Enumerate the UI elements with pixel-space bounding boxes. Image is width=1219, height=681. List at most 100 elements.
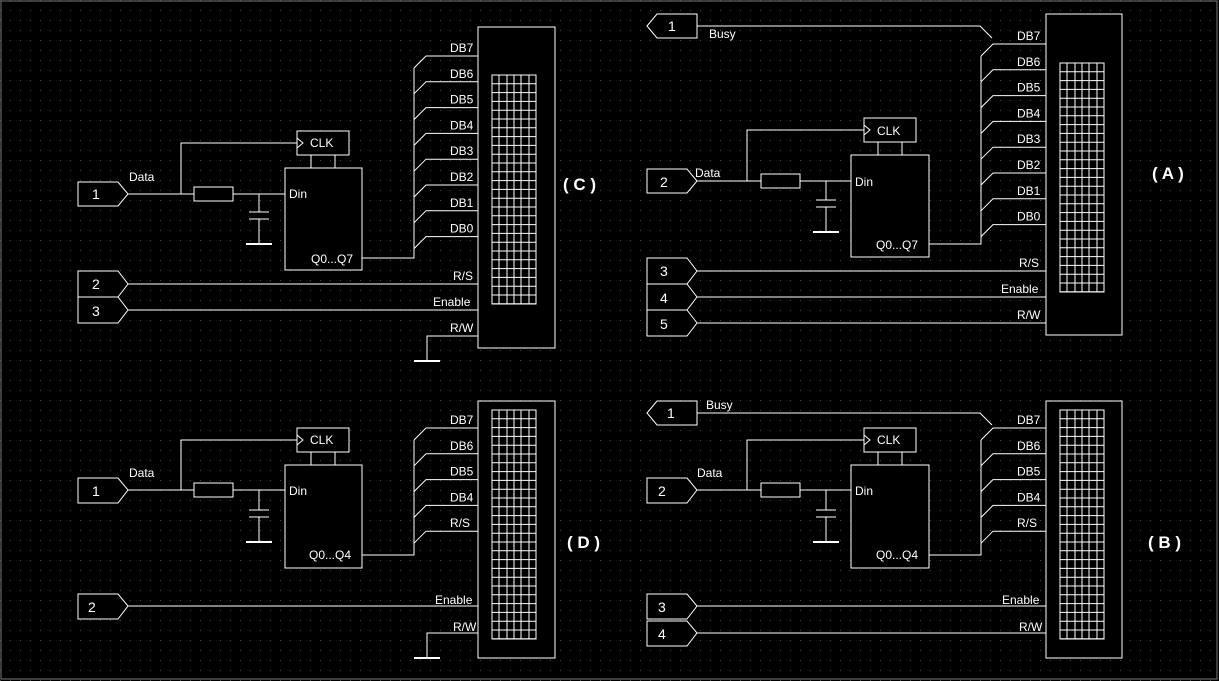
shift-register [284, 464, 363, 569]
bus-label: DB6 [1017, 439, 1041, 453]
bus-line [980, 530, 1046, 544]
bus-line [980, 43, 1046, 57]
input-port-3 [646, 257, 698, 285]
input-port-3 [646, 593, 698, 620]
bus-label: DB5 [1017, 465, 1041, 479]
bus-label: DB1 [1017, 184, 1041, 198]
clk-label: CLK [310, 136, 333, 150]
busy-label: Busy [709, 27, 736, 41]
rw-label: R/W [1019, 620, 1043, 634]
bus-label: R/S [450, 516, 470, 530]
bus-line [413, 81, 478, 95]
bus-line [980, 479, 1046, 492]
data-label: Data [129, 466, 155, 480]
input-port-3 [77, 296, 129, 324]
port-2-number: 2 [92, 276, 100, 292]
rw-label: R/W [453, 620, 477, 634]
bus-label: DB7 [450, 41, 474, 55]
port-1-number: 1 [668, 18, 676, 34]
capacitor [813, 181, 839, 233]
circuit-title: ( C ) [563, 175, 596, 194]
shift-register [850, 464, 930, 569]
bus-label: R/S [1017, 516, 1037, 530]
bus-line [980, 504, 1046, 518]
q-output-label: Q0...Q4 [876, 548, 918, 562]
bus-label: DB7 [1017, 413, 1041, 427]
bus-line [413, 479, 478, 492]
bus-line [413, 453, 478, 467]
bus-label: DB5 [450, 465, 474, 479]
capacitor [246, 490, 272, 543]
port-1-number: 1 [667, 405, 675, 421]
port-3-number: 3 [658, 599, 666, 615]
circuit-title: ( D ) [567, 533, 600, 552]
resistor [193, 186, 234, 202]
din-label: Din [289, 484, 307, 498]
port-5-number: 5 [660, 316, 668, 332]
port-2-number: 2 [660, 174, 668, 190]
bus-line [413, 158, 478, 172]
bus-label: DB2 [1017, 158, 1041, 172]
bus-label: DB0 [450, 222, 474, 236]
bus-label: DB5 [450, 93, 474, 107]
shift-register [284, 167, 363, 271]
port-2-number: 2 [658, 483, 666, 499]
bus-line [413, 107, 478, 120]
busy-label: Busy [706, 398, 733, 412]
din-label: Din [855, 484, 873, 498]
input-port-2 [646, 168, 698, 194]
rs-label: R/S [453, 269, 473, 283]
bus-line [413, 184, 478, 198]
port-3-number: 3 [660, 263, 668, 279]
input-port-4 [646, 283, 698, 311]
port-4-number: 4 [660, 290, 668, 306]
input-port-5 [646, 309, 698, 337]
clk-box [863, 427, 917, 453]
enable-label: Enable [1001, 282, 1039, 296]
rs-label: R/S [1019, 256, 1039, 270]
bus-line [980, 146, 1046, 160]
bus-line [980, 453, 1046, 467]
bus-label: DB1 [450, 196, 474, 210]
input-port-1 [77, 477, 129, 504]
lcd-grid-rows [492, 74, 536, 305]
bus-line [980, 427, 1046, 441]
bus-label: DB4 [450, 490, 474, 504]
bus-line [980, 69, 1046, 83]
port-2-number: 2 [88, 599, 96, 615]
input-port-2 [77, 593, 129, 620]
clk-label: CLK [877, 124, 900, 138]
capacitor [813, 490, 839, 543]
din-label: Din [855, 175, 873, 189]
circuit-a: 1 Busy CLK Din Q0...Q7 2 Data DB7DB6DB5D… [646, 13, 1184, 337]
bus-label: DB6 [450, 67, 474, 81]
rw-label: R/W [1017, 308, 1041, 322]
bus-label: DB3 [1017, 132, 1041, 146]
bus-line [413, 210, 478, 224]
circuit-b: 1 Busy CLK Din Q0...Q4 2 Data DB7DB6DB5D… [646, 398, 1181, 659]
clk-box [863, 117, 917, 143]
circuit-title: ( B ) [1148, 533, 1181, 552]
clk-edge-symbol [296, 137, 304, 149]
enable-label: Enable [433, 295, 471, 309]
bus-label: DB5 [1017, 81, 1041, 95]
q-output-label: Q0...Q4 [309, 548, 351, 562]
din-label: Din [289, 187, 307, 201]
bus-line [413, 236, 478, 249]
q-output-label: Q0...Q7 [876, 238, 918, 252]
bus-label: DB6 [1017, 55, 1041, 69]
clk-box [296, 427, 350, 453]
q-output-label: Q0...Q7 [311, 252, 353, 266]
bus-line [980, 224, 1046, 237]
bus-line [980, 198, 1046, 212]
bus-label: DB6 [450, 439, 474, 453]
rw-label: R/W [450, 321, 474, 335]
input-port-1 [77, 181, 129, 207]
clk-label: CLK [877, 433, 900, 447]
bus-label: DB4 [450, 118, 474, 132]
